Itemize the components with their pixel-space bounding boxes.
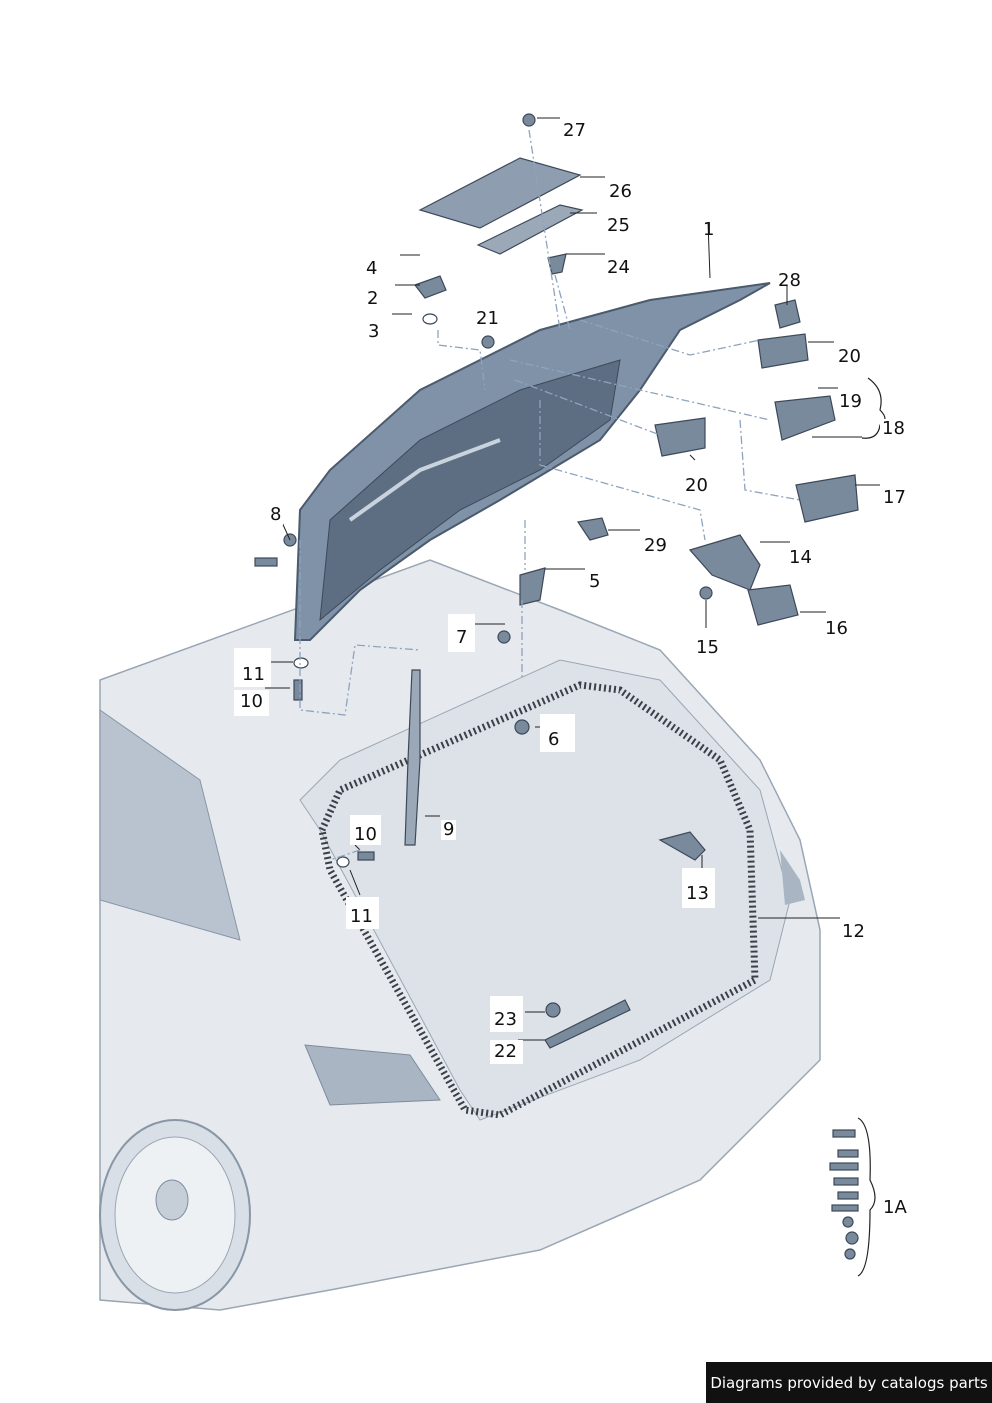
part-label: 20: [683, 475, 710, 496]
part-label: 24: [605, 257, 632, 278]
part-label: 28: [778, 270, 801, 291]
part-label: 18: [880, 418, 907, 439]
parts: [254, 113, 886, 1277]
part-label: 23: [490, 996, 523, 1032]
car-body: [99, 559, 821, 1311]
part-label: 9: [441, 819, 457, 840]
part-label: 1A: [881, 1197, 909, 1218]
dashed-guides: [299, 129, 801, 861]
part-label: 29: [642, 535, 669, 556]
part-label: 17: [881, 487, 908, 508]
part-label: 11: [346, 897, 379, 929]
part-label: 14: [787, 547, 814, 568]
part-label: 1: [703, 219, 715, 240]
attribution-text: Diagrams provided by catalogs parts: [710, 1373, 988, 1392]
part-label: 27: [561, 120, 588, 141]
leader-lines: [265, 117, 880, 1041]
part-label: 5: [587, 571, 603, 592]
part-label: 16: [823, 618, 850, 639]
part-label: 22: [490, 1040, 523, 1064]
part-label: 12: [842, 921, 865, 942]
part-label: 4: [364, 258, 380, 279]
part-label: 21: [476, 308, 499, 329]
part-label: 25: [605, 215, 632, 236]
part-label: 15: [694, 637, 721, 658]
part-label: 6: [540, 714, 576, 752]
part-label: 11: [234, 648, 271, 687]
attribution-banner: Diagrams provided by catalogs parts: [706, 1362, 992, 1403]
part-label: 19: [837, 391, 864, 412]
part-label: 10: [234, 690, 269, 716]
part-label: 13: [682, 868, 715, 908]
part-label: 7: [448, 614, 476, 652]
part-label: 10: [350, 815, 381, 845]
tailgate: [293, 282, 771, 641]
part-label: 8: [268, 504, 284, 525]
part-label: 3: [366, 321, 382, 342]
part-label: 2: [365, 288, 381, 309]
part-label: 26: [607, 181, 634, 202]
part-label: 20: [836, 346, 863, 367]
